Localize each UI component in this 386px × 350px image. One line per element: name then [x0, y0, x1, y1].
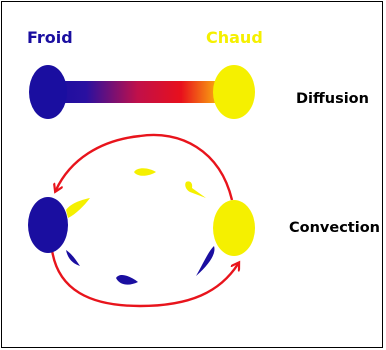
diffusion-cold-blob [29, 65, 67, 119]
convection-hot-blob [213, 200, 255, 256]
cold-droplet-bottom [116, 275, 138, 285]
cold-label: Froid [27, 28, 73, 47]
diffusion-gradient-bar [52, 81, 242, 103]
cold-droplet-right-edge [196, 246, 215, 276]
convection-arrow-bottom [50, 249, 238, 308]
convection-cold-blob [28, 197, 68, 253]
diffusion-hot-blob [213, 65, 255, 119]
diffusion-label: Diffusion [296, 91, 369, 107]
hot-droplet-top [134, 168, 156, 176]
convection-label: Convection [289, 220, 380, 236]
cold-droplet-left [66, 250, 80, 266]
hot-droplet-left-edge [66, 198, 90, 218]
convection-arrow-top [56, 133, 234, 201]
hot-label: Chaud [206, 28, 263, 47]
hot-droplet-right [185, 181, 206, 198]
